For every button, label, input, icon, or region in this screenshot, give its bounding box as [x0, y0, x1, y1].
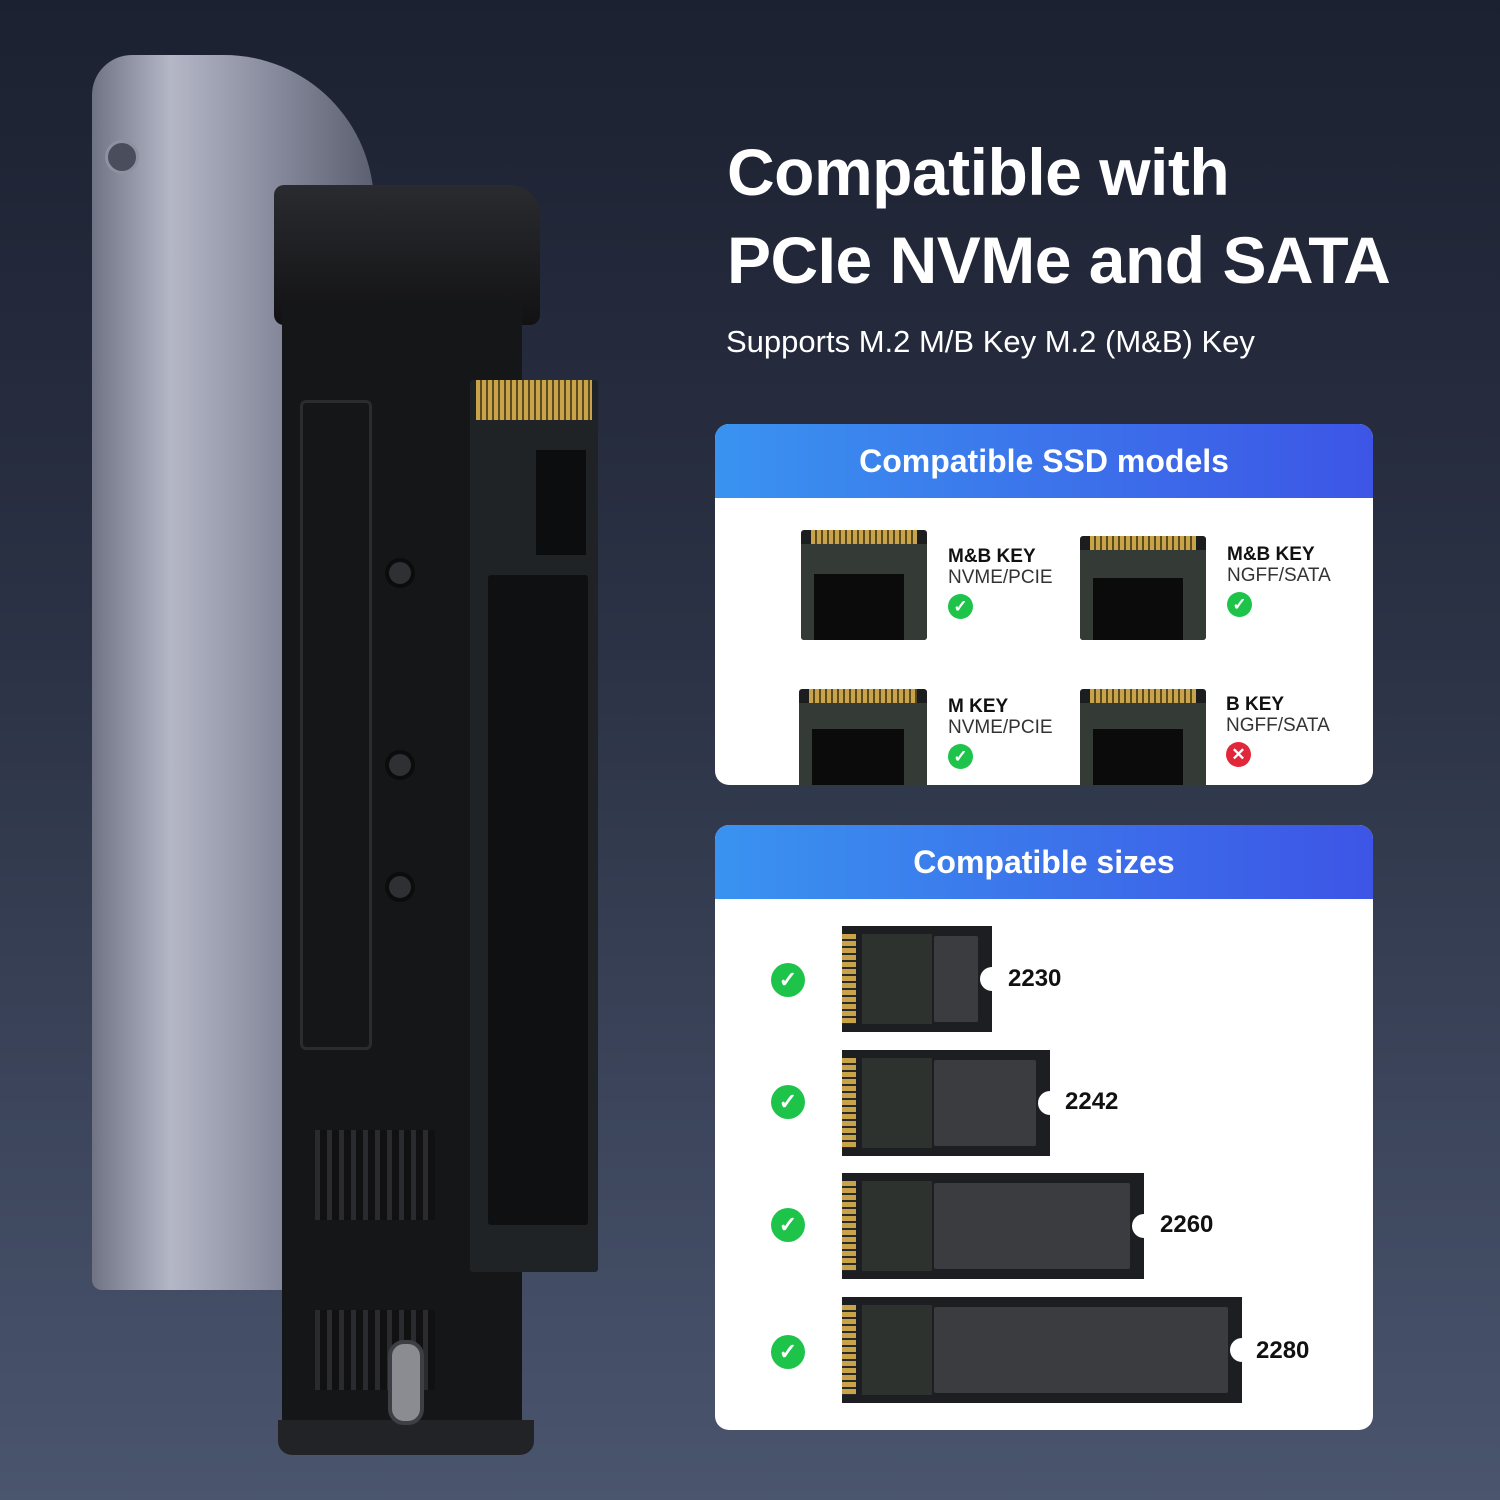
tray-rib: [300, 400, 372, 1050]
check-circle-icon: ✓: [1227, 592, 1252, 617]
ssd-thumbnail: [1080, 689, 1206, 785]
check-circle-icon: ✓: [948, 594, 973, 619]
check-circle-icon: ✓: [948, 744, 973, 769]
vent-grille: [315, 1130, 435, 1220]
ssd-enclosure-image: [0, 0, 620, 1500]
ssd-2230-image: [842, 926, 1004, 1032]
ssd-thumbnail: [799, 689, 927, 785]
ssd-2280-image: [842, 1297, 1254, 1403]
mounting-hole: [385, 558, 415, 588]
size-label: 2260: [1160, 1211, 1214, 1238]
compatible-sizes-panel: Compatible sizes ✓ 2230 ✓ 2242 ✓ 2260 ✓ …: [715, 825, 1373, 1430]
title-line-2: PCIe NVMe and SATA: [727, 223, 1391, 297]
inserted-ssd: [470, 380, 598, 1272]
ssd-thumbnail: [1080, 536, 1206, 640]
interface: NGFF/SATA: [1227, 565, 1331, 586]
interface: NVME/PCIE: [948, 717, 1053, 738]
mounting-hole: [385, 872, 415, 902]
mounting-hole: [385, 750, 415, 780]
ssd-2260-image: [842, 1173, 1156, 1279]
check-circle-icon: ✓: [771, 1085, 805, 1119]
ssd-thumbnail: [801, 530, 927, 640]
panel-header: Compatible SSD models: [715, 424, 1373, 498]
size-label: 2242: [1065, 1088, 1119, 1115]
key-type: M&B KEY: [948, 546, 1036, 567]
screw-icon: [105, 140, 139, 174]
check-circle-icon: ✓: [771, 1335, 805, 1369]
tray-bottom: [278, 1420, 534, 1455]
interface: NVME/PCIE: [948, 567, 1053, 588]
check-circle-icon: ✓: [771, 1208, 805, 1242]
key-type: B KEY: [1226, 694, 1285, 715]
size-label: 2230: [1008, 965, 1062, 992]
page-title: Compatible with PCIe NVMe and SATA: [727, 128, 1391, 304]
usb-c-port: [388, 1340, 424, 1425]
interface: NGFF/SATA: [1226, 715, 1330, 736]
ssd-2242-image: [842, 1050, 1062, 1156]
key-type: M KEY: [948, 696, 1009, 717]
x-circle-icon: ✕: [1226, 742, 1251, 767]
subtitle: Supports M.2 M/B Key M.2 (M&B) Key: [726, 324, 1255, 359]
title-line-1: Compatible with: [727, 135, 1230, 209]
panel-header: Compatible sizes: [715, 825, 1373, 899]
size-label: 2280: [1256, 1337, 1310, 1364]
key-type: M&B KEY: [1227, 544, 1315, 565]
check-circle-icon: ✓: [771, 963, 805, 997]
